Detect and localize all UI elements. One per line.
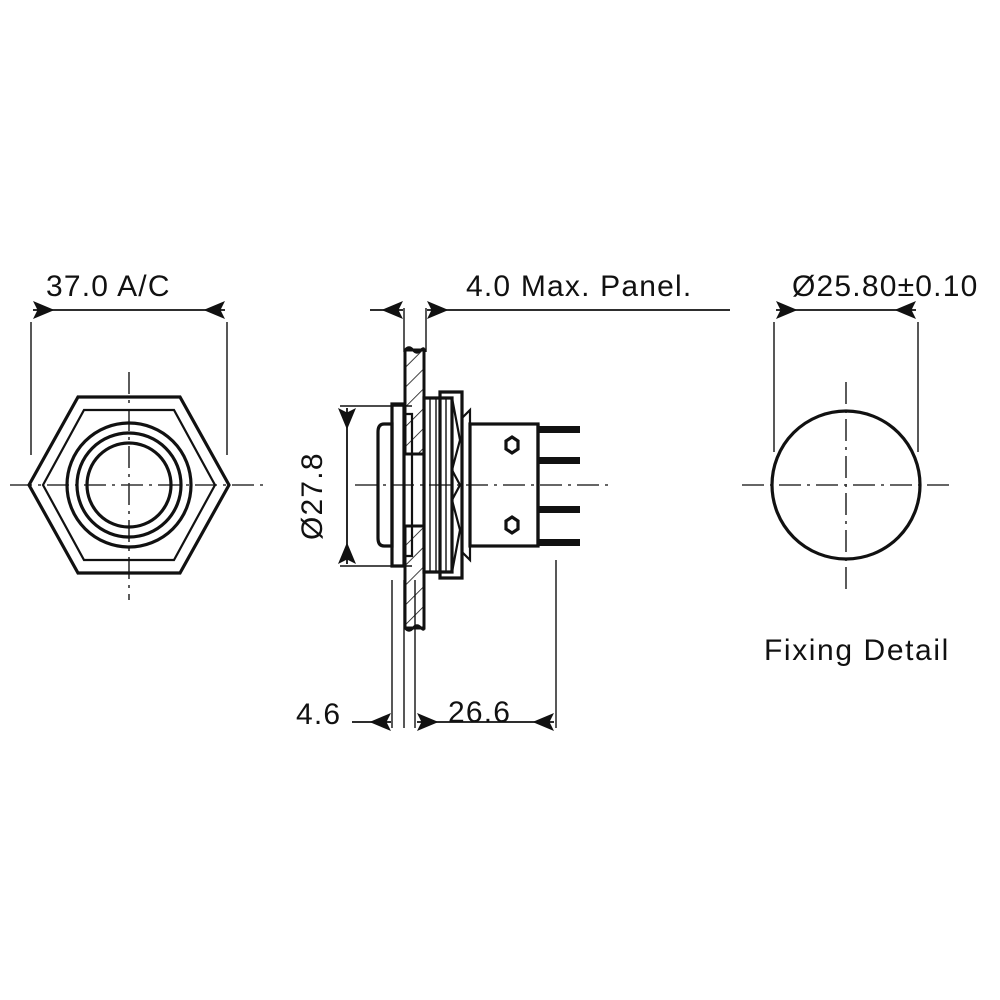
rivet-hole-upper: [504, 435, 520, 455]
terminal-pin-4: [538, 539, 580, 546]
body-transition: [460, 407, 472, 563]
terminal-pin-1: [538, 426, 580, 433]
button-face-circle: [85, 441, 173, 529]
dimension-body-length: [414, 560, 557, 731]
label-body-diameter: Ø27.8: [296, 452, 329, 540]
hex-bezel-outline: [27, 395, 231, 575]
caption-fixing-detail: Fixing Detail: [764, 634, 950, 667]
panel-section-top: [403, 346, 426, 456]
panel-break-top: [404, 346, 426, 354]
terminal-pin-2: [538, 457, 580, 464]
hex-inner-ring: [41, 408, 217, 562]
spring-washer-profile: [450, 397, 462, 573]
rivet-hole-lower: [504, 515, 520, 535]
dimension-fixing-hole: [773, 301, 919, 452]
button-cap-profile: [376, 422, 394, 548]
thread-detail-lines: [429, 398, 447, 572]
fixing-hole-circle: [770, 409, 922, 561]
panel-break-bottom: [404, 624, 426, 632]
dimension-across-corners: [30, 301, 228, 455]
label-body-length: 26.6: [448, 696, 511, 729]
label-panel-thickness: 4.0 Max. Panel.: [466, 270, 692, 303]
side-section-view-group: [338, 301, 730, 731]
bezel-outer-circle: [65, 421, 193, 549]
front-view-group: [10, 301, 268, 600]
mounting-nut: [438, 390, 464, 580]
label-bezel-height: 4.6: [296, 698, 341, 731]
fixing-detail-group: [742, 301, 952, 592]
label-across-corners: 37.0 A/C: [46, 270, 171, 303]
terminal-pins-group: [538, 426, 580, 546]
bezel-shoulder: [402, 412, 414, 558]
panel-section-bottom: [403, 524, 426, 632]
terminal-pin-3: [538, 506, 580, 513]
dimension-bezel-height: [352, 580, 405, 731]
bezel-mid-circle: [75, 431, 183, 539]
dimension-panel-thickness: [370, 301, 730, 352]
label-fixing-hole: Ø25.80±0.10: [792, 270, 978, 303]
